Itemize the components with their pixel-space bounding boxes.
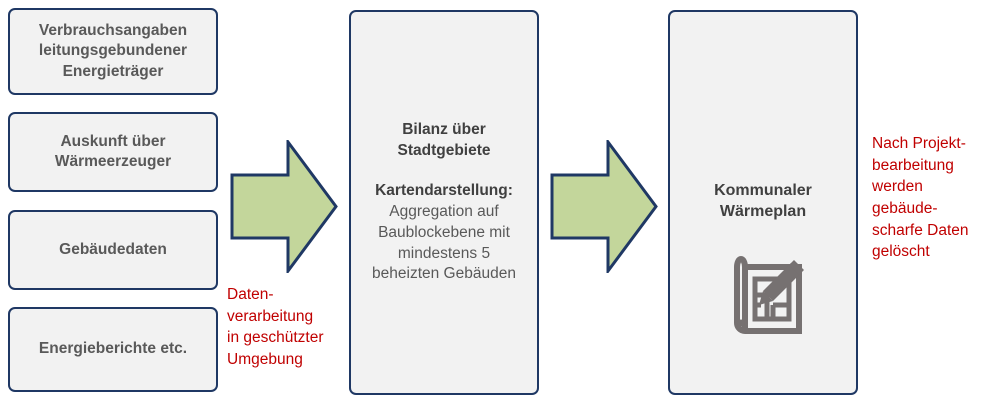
processing-sub-heading: Kartendarstellung: [375, 182, 513, 200]
processing-heading: Bilanz über Stadtgebiete [397, 120, 491, 159]
input-box-label: Energieberichte etc. [38, 340, 188, 358]
processing-sub-body: Aggregation auf Baublockebene mit mindes… [372, 203, 516, 283]
output-title: Kommunaler Wärmeplan [714, 182, 812, 221]
arrow-processing-to-output [550, 137, 658, 276]
input-box-gebaeudedaten: Gebäudedaten [8, 210, 218, 290]
right-arrow-icon [550, 137, 658, 276]
blueprint-pencil-icon-svg [734, 255, 804, 334]
input-box-energieberichte: Energieberichte etc. [8, 307, 218, 392]
output-box-waermeplan: Kommunaler Wärmeplan [668, 10, 858, 395]
input-box-verbrauchsangaben: Verbrauchsangaben leitungsgebundener Ene… [8, 8, 218, 95]
input-box-label: Gebäudedaten [59, 240, 167, 258]
note-geloescht: Nach Projekt- bearbeitung werden gebäude… [872, 135, 969, 261]
note-datenverarbeitung: Daten- verarbeitung in geschützter Umgeb… [227, 286, 324, 369]
arrow-inputs-to-processing [230, 137, 338, 276]
input-box-auskunft: Auskunft über Wärmeerzeuger [8, 112, 218, 192]
blueprint-pencil-icon [715, 247, 811, 349]
input-box-label: Auskunft über Wärmeerzeuger [54, 132, 172, 170]
right-arrow-icon [230, 137, 338, 276]
input-box-label: Verbrauchsangaben leitungsgebundener Ene… [38, 21, 188, 80]
processing-box-bilanz: Bilanz über Stadtgebiete Kartendarstellu… [349, 10, 539, 395]
